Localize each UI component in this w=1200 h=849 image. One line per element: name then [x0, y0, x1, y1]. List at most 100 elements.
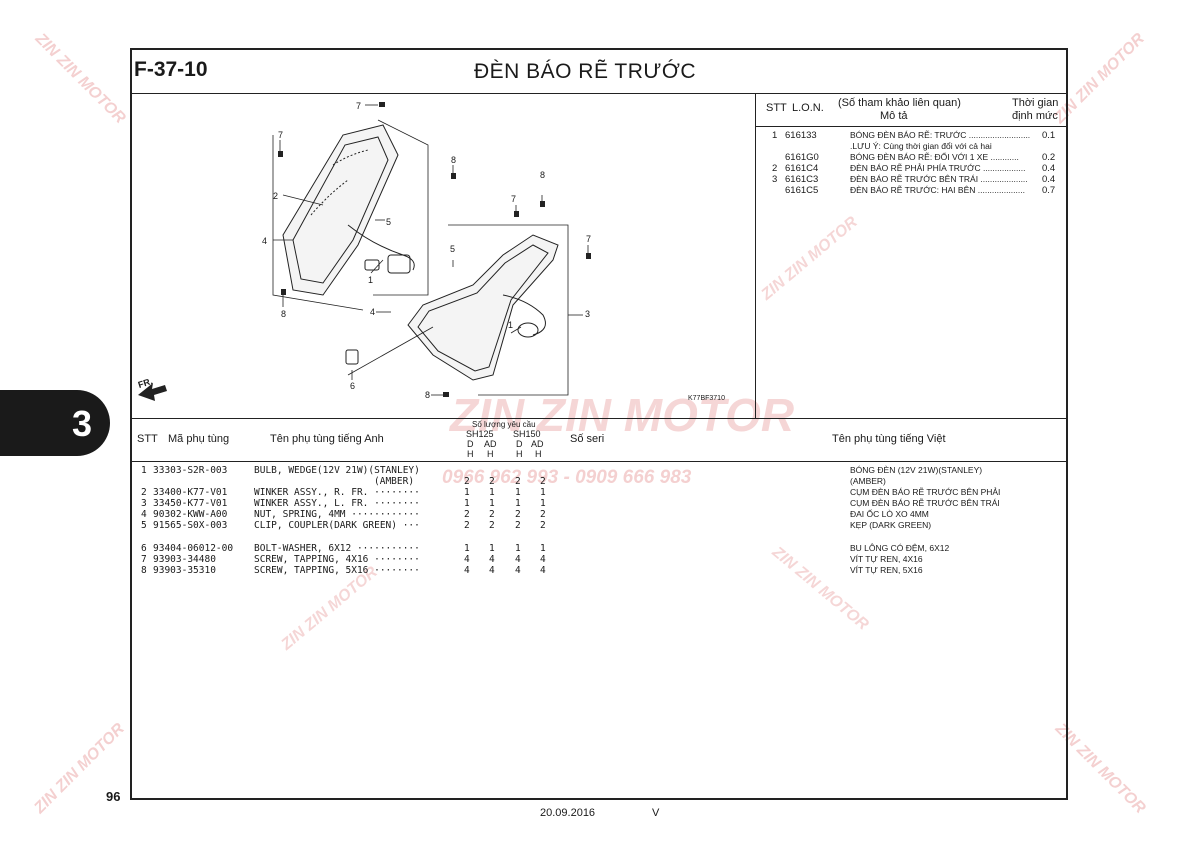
callout-7d: 7: [586, 234, 592, 244]
parts-header-partno: Mã phụ tùng: [168, 433, 230, 445]
part-stt: 8: [141, 565, 147, 576]
lon-time: 0.2: [1042, 152, 1056, 163]
part-name-vi: CỤM ĐÈN BÁO RẼ TRƯỚC BÊN PHẢI: [850, 487, 1001, 497]
watermark-brand-center: ZIN ZIN MOTOR: [450, 389, 795, 441]
parts-header-qty-title: Số lượng yêu cầu: [472, 420, 536, 429]
footer-date: 20.09.2016: [540, 807, 596, 819]
lon-desc: .LƯU Ý: Cùng thời gian đổi với cả hai: [850, 141, 992, 151]
section-tab: [0, 390, 110, 456]
part-number: 33400-K77-V01: [153, 487, 228, 498]
lon-row: .LƯU Ý: Cùng thời gian đổi với cả hai: [760, 141, 1065, 153]
qty: 2: [540, 520, 546, 531]
page-title: ĐÈN BÁO RẼ TRƯỚC: [473, 60, 697, 83]
qty: 4: [540, 554, 546, 565]
lon-row: 6161C5 ĐÈN BÁO RẼ TRƯỚC: HAI BÊN .......…: [760, 185, 1065, 197]
qty: 1: [464, 487, 470, 498]
lon-header-time2: định mức: [1012, 110, 1058, 122]
part-stt: 3: [141, 498, 147, 509]
callout-5b: 5: [450, 244, 456, 254]
lon-time: 0.1: [1042, 130, 1056, 141]
parts-header-h4: H: [535, 449, 542, 459]
qty: 2: [515, 509, 521, 520]
lon-row: 1 616133 BÓNG ĐÈN BÁO RẼ: TRƯỚC ........…: [760, 130, 1065, 142]
lon-header-ref: (Số tham khảo liên quan): [838, 97, 961, 109]
lon-code: 6161C4: [785, 163, 819, 174]
qty: 4: [489, 565, 495, 576]
part-number: 93404-06012-00: [153, 543, 234, 554]
qty: 1: [540, 498, 546, 509]
part-number: 33450-K77-V01: [153, 498, 228, 509]
callout-1a: 1: [368, 275, 374, 285]
part-name-en: SCREW, TAPPING, 5X16 ········: [254, 565, 420, 576]
callout-4a: 4: [262, 236, 268, 246]
lon-code: 6161C3: [785, 174, 819, 185]
part-number: 33303-S2R-003: [153, 465, 228, 476]
callout-2: 2: [273, 191, 279, 201]
part-name-en: NUT, SPRING, 4MM ············: [254, 509, 420, 520]
qty: 4: [515, 565, 521, 576]
parts-header-d2: D: [516, 439, 523, 449]
right-winker-assembly: [272, 119, 429, 311]
part-name-vi: BU LÔNG CÓ ĐỆM, 6X12: [850, 543, 950, 553]
parts-header-serial: Số seri: [570, 433, 605, 445]
parts-header-name-vi: Tên phụ tùng tiếng Việt: [832, 433, 946, 445]
diagram-bottom-divider: [131, 418, 1067, 419]
lon-stt: 1: [772, 130, 778, 141]
lon-row: 3 6161C3 ĐÈN BÁO RẼ TRƯỚC BÊN TRÁI .....…: [760, 174, 1065, 186]
callout-1b: 1: [508, 320, 514, 330]
part-name-vi-cont: (AMBER): [850, 476, 886, 486]
parts-header-h2: H: [487, 449, 494, 459]
qty: 2: [489, 476, 495, 487]
part-name-en: SCREW, TAPPING, 4X16 ········: [254, 554, 420, 565]
front-arrow-icon: [138, 383, 167, 401]
watermark-brand-tl: ZIN ZIN MOTOR: [31, 30, 129, 127]
qty: 1: [540, 543, 546, 554]
parts-header-divider: [131, 461, 1067, 462]
qty: 1: [489, 487, 495, 498]
qty: 2: [489, 509, 495, 520]
callout-7c: 7: [511, 194, 517, 204]
lon-header-time1: Thời gian: [1012, 97, 1059, 109]
lon-row: 2 6161C4 ĐÈN BÁO RẼ PHẢI PHÍA TRƯỚC ....…: [760, 163, 1065, 175]
lon-header-stt: STT: [766, 102, 787, 114]
lon-time: 0.4: [1042, 174, 1056, 185]
page-frame: [130, 48, 1068, 800]
part-number: 93903-34480: [153, 554, 216, 565]
part-number: 90302-KWW-A00: [153, 509, 228, 520]
qty: 4: [464, 565, 470, 576]
left-winker-assembly: [345, 224, 569, 396]
part-name-en: CLIP, COUPLER(DARK GREEN) ···: [254, 520, 420, 531]
lon-code: 6161G0: [785, 152, 819, 163]
parts-header-model1: SH125: [466, 429, 494, 439]
callout-4b: 4: [370, 307, 376, 317]
callout-7b: 7: [278, 130, 284, 140]
qty: 2: [540, 509, 546, 520]
part-stt: 5: [141, 520, 147, 531]
qty: 1: [515, 487, 521, 498]
callout-3: 3: [585, 309, 591, 319]
lon-code: 6161C5: [785, 185, 819, 196]
lon-row: 6161G0 BÓNG ĐÈN BÁO RẼ: ĐỔI VỚI 1 XE ...…: [760, 152, 1065, 164]
qty: 4: [515, 554, 521, 565]
qty: 2: [489, 520, 495, 531]
diagram-divider: [755, 94, 756, 418]
lon-time: 0.4: [1042, 163, 1056, 174]
qty: 1: [464, 543, 470, 554]
qty: 4: [489, 554, 495, 565]
part-name-vi: VÍT TỰ REN, 4X16: [850, 554, 923, 564]
watermark-phone-center: 0966 962 993 - 0909 666 983: [442, 467, 692, 488]
part-number: 93903-35310: [153, 565, 216, 576]
qty: 4: [540, 565, 546, 576]
exploded-diagram: [138, 102, 591, 401]
lon-desc: BÓNG ĐÈN BÁO RẼ: TRƯỚC .................…: [850, 130, 1031, 140]
part-stt: 4: [141, 509, 147, 520]
parts-header-h3: H: [516, 449, 523, 459]
part-stt: 6: [141, 543, 147, 554]
lon-desc: ĐÈN BÁO RẼ PHẢI PHÍA TRƯỚC .............…: [850, 163, 1026, 173]
lon-stt: 2: [772, 163, 778, 174]
part-name-vi: VÍT TỰ REN, 5X16: [850, 565, 923, 575]
lon-desc: ĐÈN BÁO RẼ TRƯỚC: HAI BÊN ..............…: [850, 185, 1025, 195]
part-name-vi: ĐAI ỐC LÒ XO 4MM: [850, 509, 929, 519]
parts-header-name-en: Tên phụ tùng tiếng Anh: [270, 433, 384, 445]
footer-mark: V: [652, 807, 660, 819]
